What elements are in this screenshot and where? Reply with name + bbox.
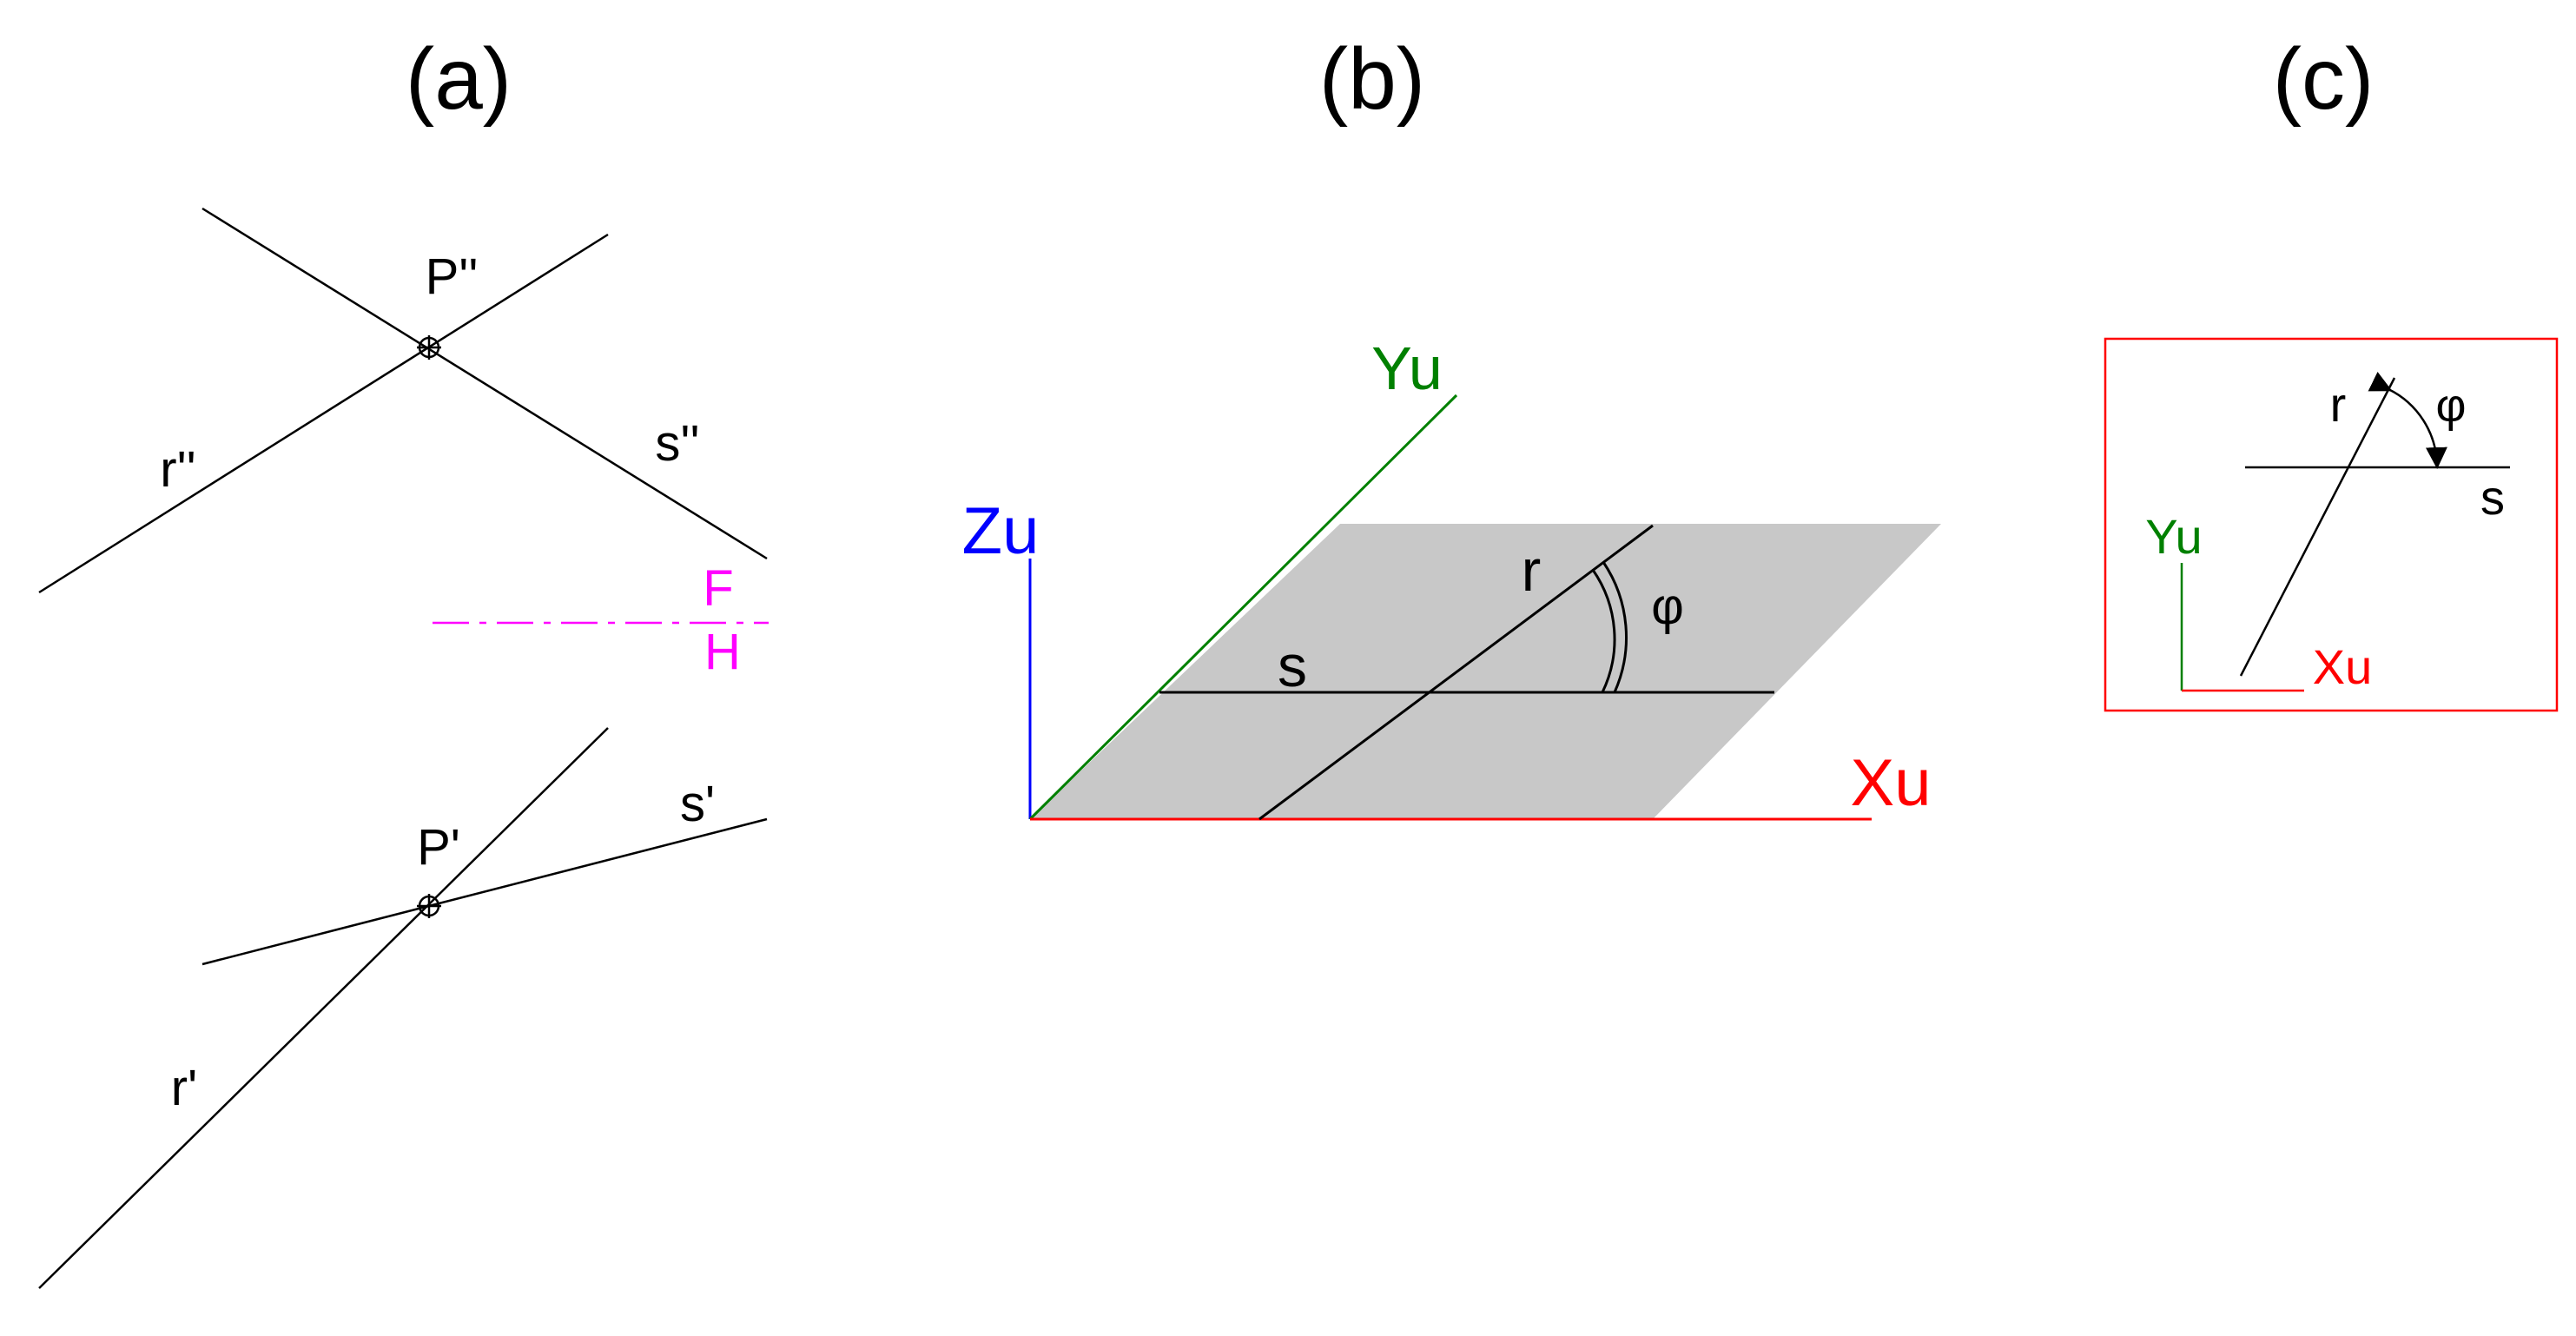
panel-b-caption: (b) [1319,30,1425,128]
line-s-front-label: s'' [655,415,699,472]
axis-x-inset-label: Xu [2313,639,2373,694]
point-p-front-marker [417,335,441,360]
axis-y-label: Yu [1371,334,1443,402]
front-view [38,207,768,594]
panel-c-caption: (c) [2273,30,2375,128]
line-r-front-label: r'' [160,441,195,498]
panel-c: (c) r φ s Yu Xu [2104,30,2559,712]
axis-y [1028,394,1458,821]
angle-phi-3d-label: φ [1651,579,1684,635]
line-r-inset-label: r [2330,377,2347,432]
frame-label-front: F [703,560,733,617]
line-s-top-label: s' [680,776,715,832]
panel-b: (b) Zu Yu Xu s r φ [962,30,1941,821]
line-s-inset-label: s [2480,470,2505,525]
frame-label-top: H [704,624,741,680]
angle-phi-arc-inset [2368,371,2447,469]
point-p-front-label: P'' [426,248,479,305]
axis-x-label: Xu [1851,746,1932,820]
line-r-front [38,233,609,594]
line-r-top-label: r' [171,1060,197,1116]
inset-frame [2104,337,2559,712]
panel-a-caption: (a) [406,30,512,128]
panel-a: (a) P'' r'' s'' F H P' [38,30,769,1289]
line-r-inset [2239,377,2396,677]
plane-surface [1030,524,1941,819]
line-s-front [201,207,768,560]
angle-phi-inset-label: φ [2435,380,2466,432]
line-s-top [201,817,768,966]
line-s-3d-label: s [1278,633,1307,699]
line-r-3d-label: r [1522,538,1542,604]
line-r-top [38,727,609,1289]
point-p-top-marker [417,894,441,918]
axis-z-label: Zu [962,494,1040,568]
axis-y-inset-label: Yu [2145,509,2202,564]
point-p-top-label: P' [417,819,460,876]
angle-phi-arc-3d [1591,561,1628,693]
line-r-3d [1258,524,1654,821]
top-view [38,727,768,1289]
